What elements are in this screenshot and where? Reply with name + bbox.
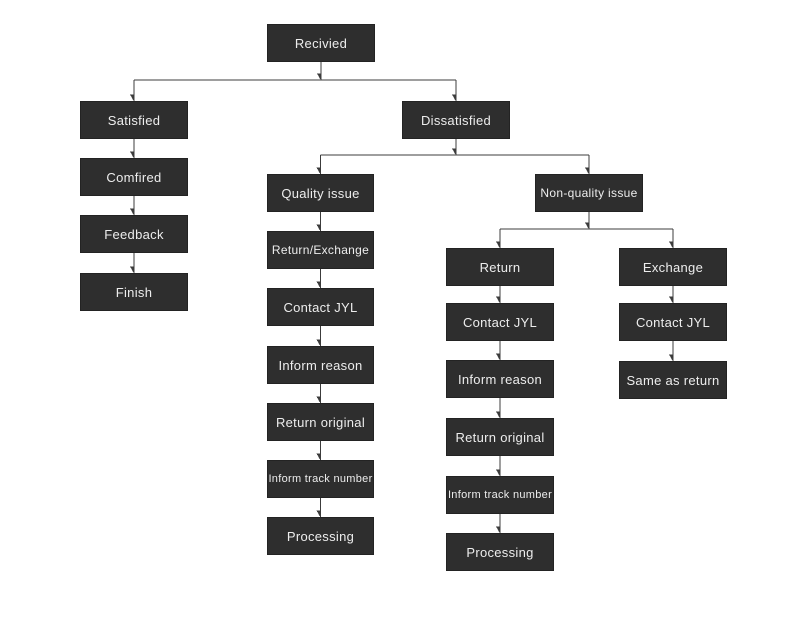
flowchart-node-inform-reason-q: Inform reason bbox=[267, 346, 374, 384]
flowchart-node-inform-track-q: Inform track number bbox=[267, 460, 374, 498]
flowchart-node-finish: Finish bbox=[80, 273, 188, 311]
flowchart-node-received: Recivied bbox=[267, 24, 375, 62]
flowchart-node-return-exchange: Return/Exchange bbox=[267, 231, 374, 269]
flowchart-node-contact-jyl-r: Contact JYL bbox=[446, 303, 554, 341]
flowchart-node-dissatisfied: Dissatisfied bbox=[402, 101, 510, 139]
flowchart-node-feedback: Feedback bbox=[80, 215, 188, 253]
flowchart-node-inform-reason-r: Inform reason bbox=[446, 360, 554, 398]
flowchart-node-processing-r: Processing bbox=[446, 533, 554, 571]
flowchart-node-return-original-q: Return original bbox=[267, 403, 374, 441]
flowchart-node-non-quality-issue: Non-quality issue bbox=[535, 174, 643, 212]
flowchart-node-satisfied: Satisfied bbox=[80, 101, 188, 139]
flowchart-node-return: Return bbox=[446, 248, 554, 286]
flowchart-node-return-original-r: Return original bbox=[446, 418, 554, 456]
flowchart-node-exchange: Exchange bbox=[619, 248, 727, 286]
flowchart-node-contact-jyl-q: Contact JYL bbox=[267, 288, 374, 326]
flowchart-node-processing-q: Processing bbox=[267, 517, 374, 555]
flowchart-node-same-as-return: Same as return bbox=[619, 361, 727, 399]
flowchart-node-contact-jyl-e: Contact JYL bbox=[619, 303, 727, 341]
flowchart-node-inform-track-r: Inform track number bbox=[446, 476, 554, 514]
flowchart-node-comfired: Comfired bbox=[80, 158, 188, 196]
flowchart-node-quality-issue: Quality issue bbox=[267, 174, 374, 212]
